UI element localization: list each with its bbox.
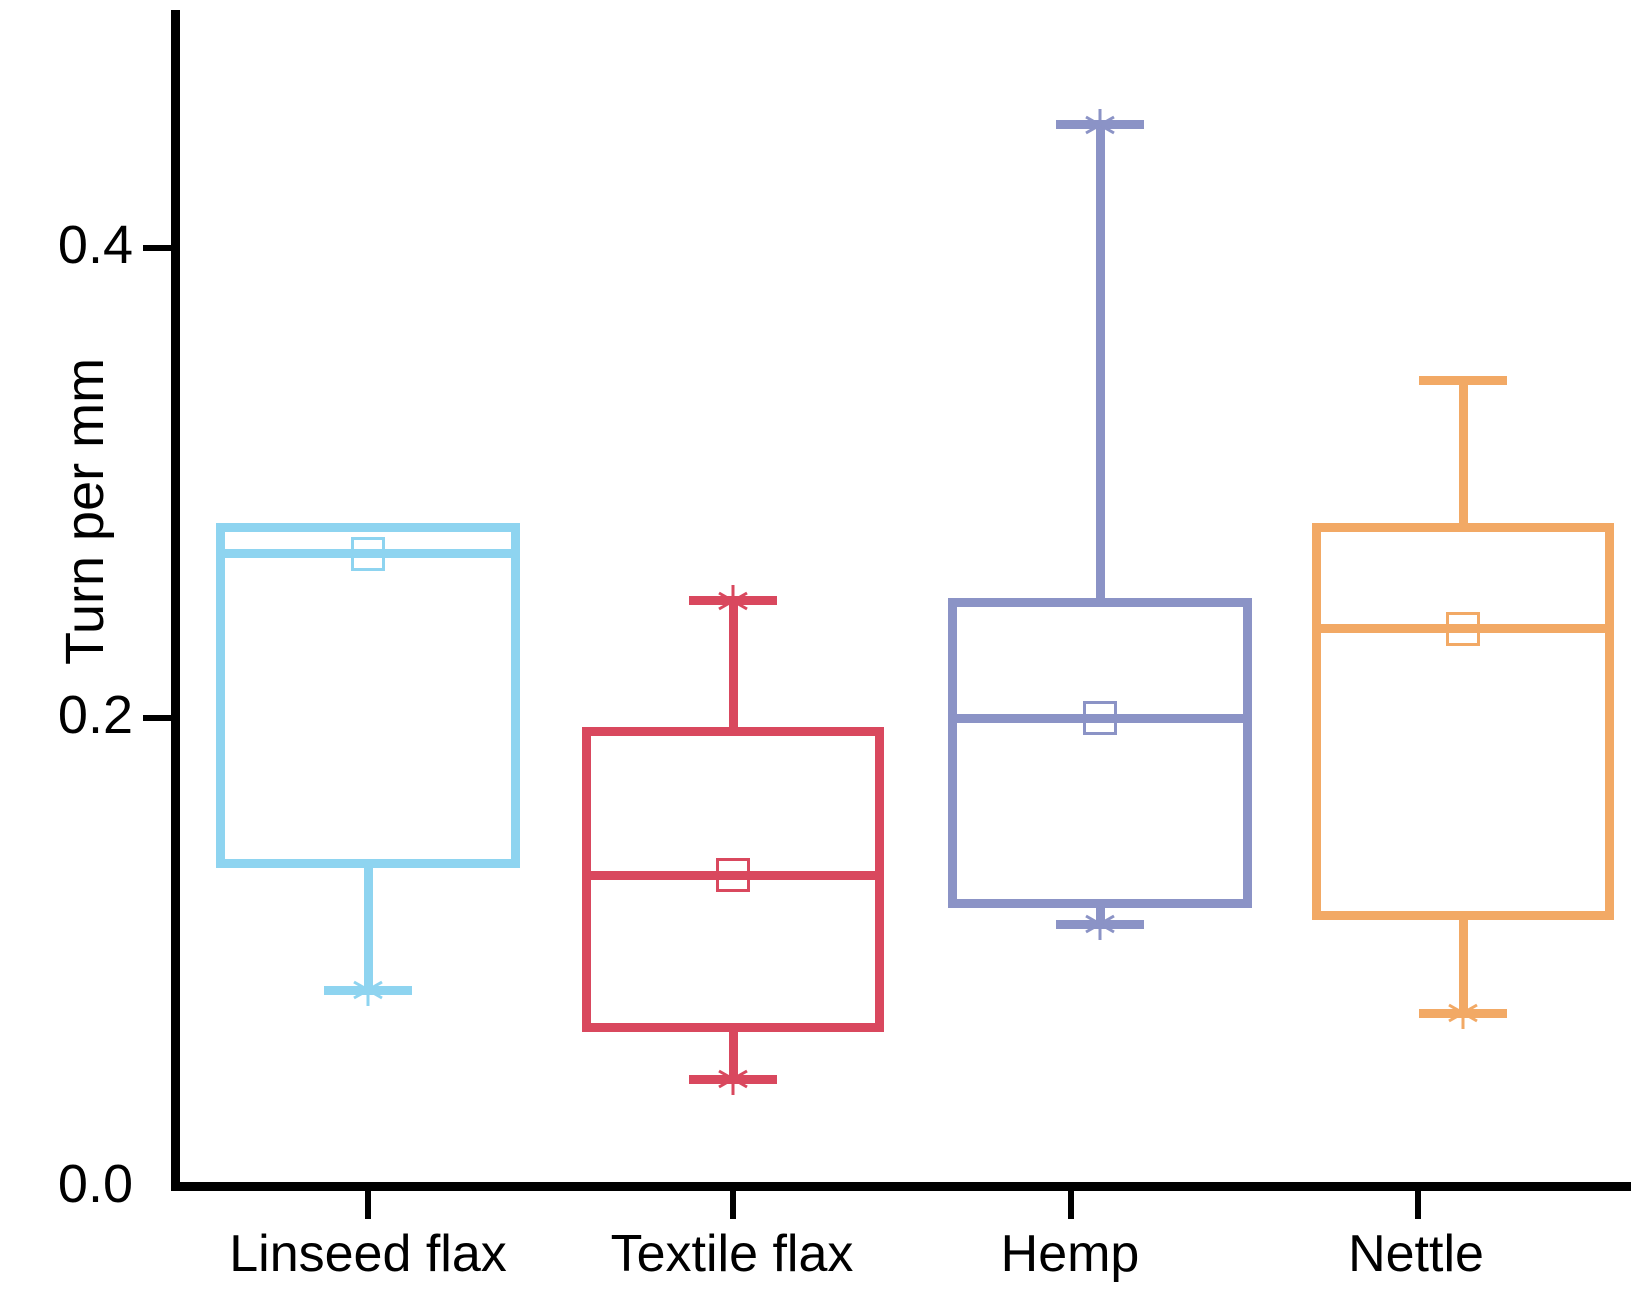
x-axis-label-linseed-flax: Linseed flax [229, 1225, 507, 1283]
outlier-marker-lower [715, 1061, 751, 1097]
mean-marker [351, 536, 385, 571]
y-tick-label-0.0: 0.0 [57, 1154, 133, 1214]
y-tick-label-0.2: 0.2 [57, 685, 133, 745]
median-line [582, 870, 884, 880]
whisker-upper-stem [1095, 124, 1105, 599]
x-axis-label-nettle: Nettle [1348, 1225, 1484, 1283]
whisker-upper-stem [728, 600, 738, 728]
x-axis-label-textile-flax: Textile flax [610, 1225, 854, 1283]
whisker-lower-stem [1458, 919, 1468, 1014]
median-line [1312, 624, 1614, 634]
box-iqr-rect [216, 523, 520, 869]
outlier-marker-upper [715, 583, 751, 619]
whisker-upper-stem [1458, 380, 1468, 524]
x-tick-nettle [1415, 1189, 1421, 1219]
y-axis-line [171, 10, 180, 1190]
x-axis-line [171, 1182, 1631, 1191]
outlier-marker-lower [1082, 906, 1118, 942]
box-iqr-rect [1312, 523, 1614, 920]
mean-marker [1083, 701, 1117, 735]
whisker-lower-stem [363, 868, 373, 991]
box-iqr-rect [948, 598, 1252, 908]
median-line [216, 549, 520, 559]
x-axis-label-hemp: Hemp [1000, 1225, 1140, 1283]
mean-marker [1446, 611, 1480, 646]
median-line [948, 713, 1252, 723]
x-tick-textile-flax [730, 1189, 736, 1219]
y-tick-label-0.4: 0.4 [57, 215, 133, 275]
whisker-lower-stem [728, 1032, 738, 1080]
whisker-upper-cap [1419, 375, 1507, 385]
outlier-marker-lower [350, 972, 386, 1008]
y-tick-0.2 [143, 715, 173, 721]
outlier-marker-lower [1445, 995, 1481, 1031]
box-iqr-rect [582, 727, 884, 1033]
mean-marker [716, 858, 750, 893]
y-tick-0.4 [143, 245, 173, 251]
outlier-marker-upper [1082, 107, 1118, 143]
x-tick-hemp [1068, 1189, 1074, 1219]
x-tick-linseed-flax [365, 1189, 371, 1219]
